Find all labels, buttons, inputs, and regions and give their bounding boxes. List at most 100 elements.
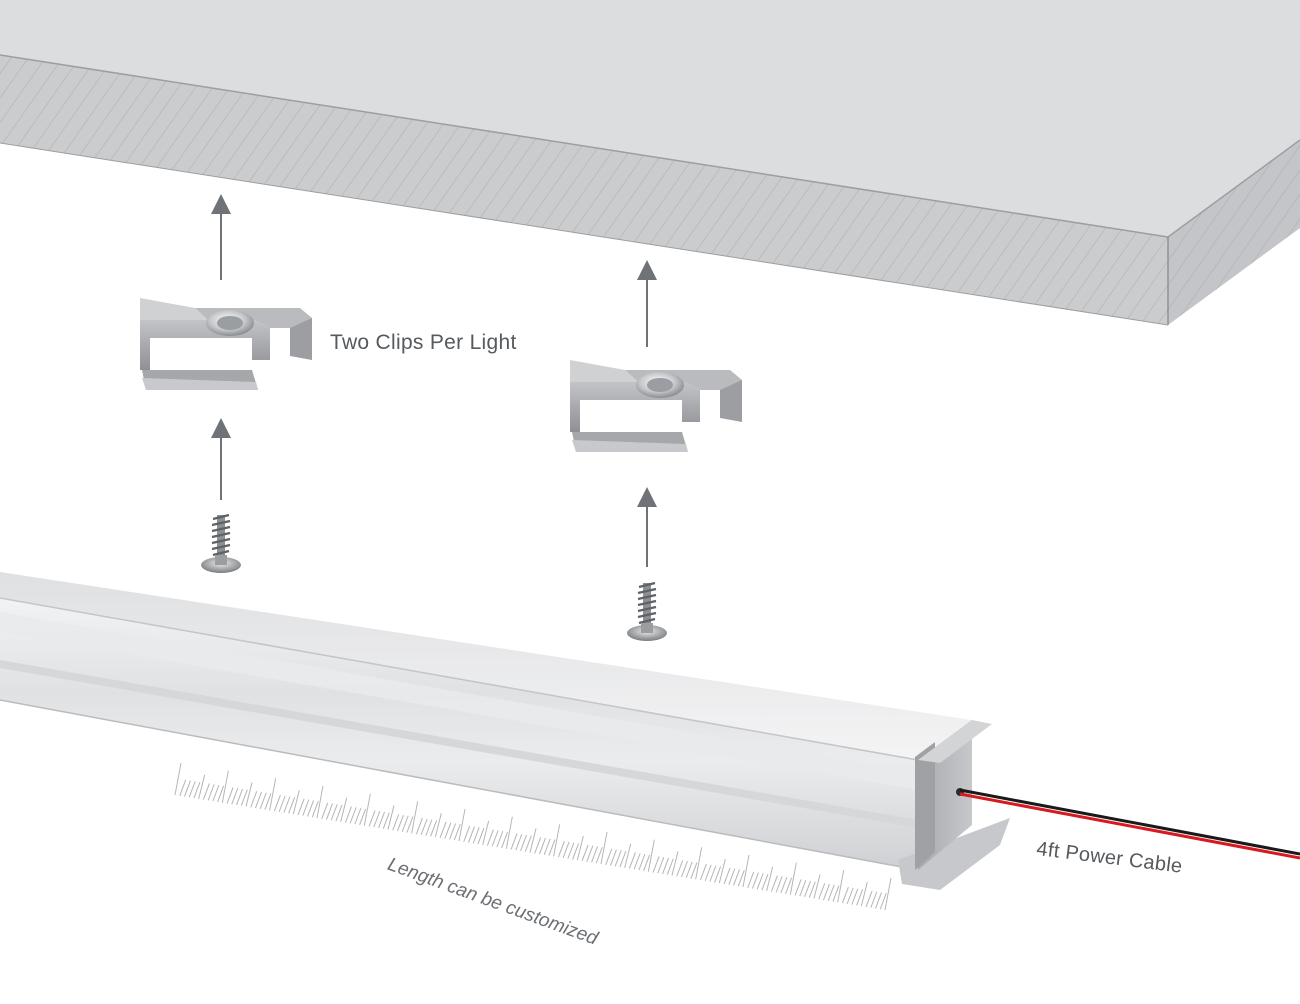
scale-tick <box>439 821 447 839</box>
scale-tick <box>387 805 395 830</box>
scale-tick <box>467 826 475 843</box>
scale-tick <box>586 845 594 862</box>
scale-tick <box>359 808 367 826</box>
scale-tick <box>680 860 688 878</box>
scale-tick <box>770 875 778 892</box>
scale-tick <box>425 819 433 836</box>
scale-tick <box>477 827 485 845</box>
scale-tick <box>766 866 774 891</box>
scale-tick <box>354 807 362 825</box>
mounting-surface <box>0 0 1300 326</box>
scale-tick <box>884 877 892 911</box>
scale-tick <box>647 839 655 872</box>
scale-tick <box>491 830 499 847</box>
scale-tick <box>368 810 376 827</box>
scale-tick <box>747 871 755 888</box>
scale-tick <box>813 874 821 899</box>
scale-tick <box>780 876 788 894</box>
scale-tick <box>789 862 797 895</box>
length-scale <box>174 762 892 911</box>
scale-tick <box>614 850 622 867</box>
scale-tick <box>259 792 267 809</box>
scale-tick <box>202 783 210 800</box>
power-cable-icon <box>959 788 1300 860</box>
scale-tick <box>676 860 684 877</box>
scale-tick <box>714 866 722 883</box>
scale-tick <box>174 762 182 796</box>
scale-tick <box>226 787 234 804</box>
scale-tick <box>411 801 419 834</box>
scale-tick <box>808 881 816 898</box>
scale-tick <box>193 781 201 799</box>
scale-tick <box>609 849 617 866</box>
scale-tick <box>406 816 414 833</box>
scale-tick <box>619 850 627 868</box>
scale-tick <box>638 853 646 871</box>
scale-tick <box>576 836 584 861</box>
surface-top-face <box>0 0 1300 237</box>
scale-tick <box>396 814 404 832</box>
scale-tick <box>505 816 513 849</box>
scale-tick <box>434 813 442 838</box>
screw-icon <box>627 581 667 641</box>
scale-tick <box>273 794 281 812</box>
scale-tick <box>515 834 523 851</box>
scale-tick <box>837 870 845 903</box>
scale-tick <box>553 824 561 857</box>
scale-tick <box>832 885 840 902</box>
scale-tick <box>605 848 613 865</box>
scale-tick <box>449 823 457 840</box>
scale-tick <box>349 807 357 824</box>
scale-tick <box>704 864 712 882</box>
scale-tick <box>643 854 651 872</box>
scale-tick <box>321 802 329 819</box>
scale-tick <box>879 893 887 910</box>
scale-tick <box>543 838 551 855</box>
scale-tick <box>520 834 528 852</box>
scale-tick <box>671 851 679 876</box>
scale-tick <box>529 828 537 853</box>
scale-tick <box>827 884 835 901</box>
scale-tick <box>373 811 381 828</box>
scale-tick <box>870 891 878 908</box>
clips-label: Two Clips Per Light <box>330 331 517 354</box>
scale-tick <box>472 827 480 844</box>
scale-tick <box>240 789 248 806</box>
scale-tick <box>652 856 660 873</box>
scale-tick <box>212 784 220 802</box>
scale-tick <box>733 869 741 886</box>
scale-tick <box>420 818 428 836</box>
scale-tick <box>231 788 239 805</box>
scale-tick <box>728 868 736 885</box>
scale-tick <box>183 780 191 797</box>
scale-tick <box>875 892 883 909</box>
scale-tick <box>562 841 570 859</box>
scale-tick <box>501 831 509 849</box>
scale-tick <box>818 883 826 900</box>
scale-tick <box>307 800 315 817</box>
scale-tick <box>581 844 589 862</box>
scale-tick <box>415 817 423 835</box>
scale-tick <box>363 793 371 826</box>
mounting-clip-icon <box>570 360 742 452</box>
scale-tick <box>841 886 849 904</box>
scale-tick <box>591 846 599 863</box>
scale-tick <box>340 797 348 822</box>
scale-tick <box>633 853 641 870</box>
scale-tick <box>534 837 542 854</box>
scale-tick <box>221 770 229 803</box>
scale-tick <box>283 796 291 813</box>
scale-tick <box>699 863 707 881</box>
scale-tick <box>628 852 636 869</box>
scale-tick <box>269 778 277 811</box>
scale-tick <box>822 883 830 901</box>
scale-tick <box>756 873 764 890</box>
scale-tick <box>846 887 854 905</box>
scale-tick <box>695 847 703 880</box>
scale-tick <box>392 814 400 831</box>
scale-tick <box>557 840 565 858</box>
scale-tick <box>761 873 769 891</box>
scale-tick <box>463 825 471 842</box>
scale-tick <box>856 889 864 906</box>
screw-icon <box>201 513 241 573</box>
